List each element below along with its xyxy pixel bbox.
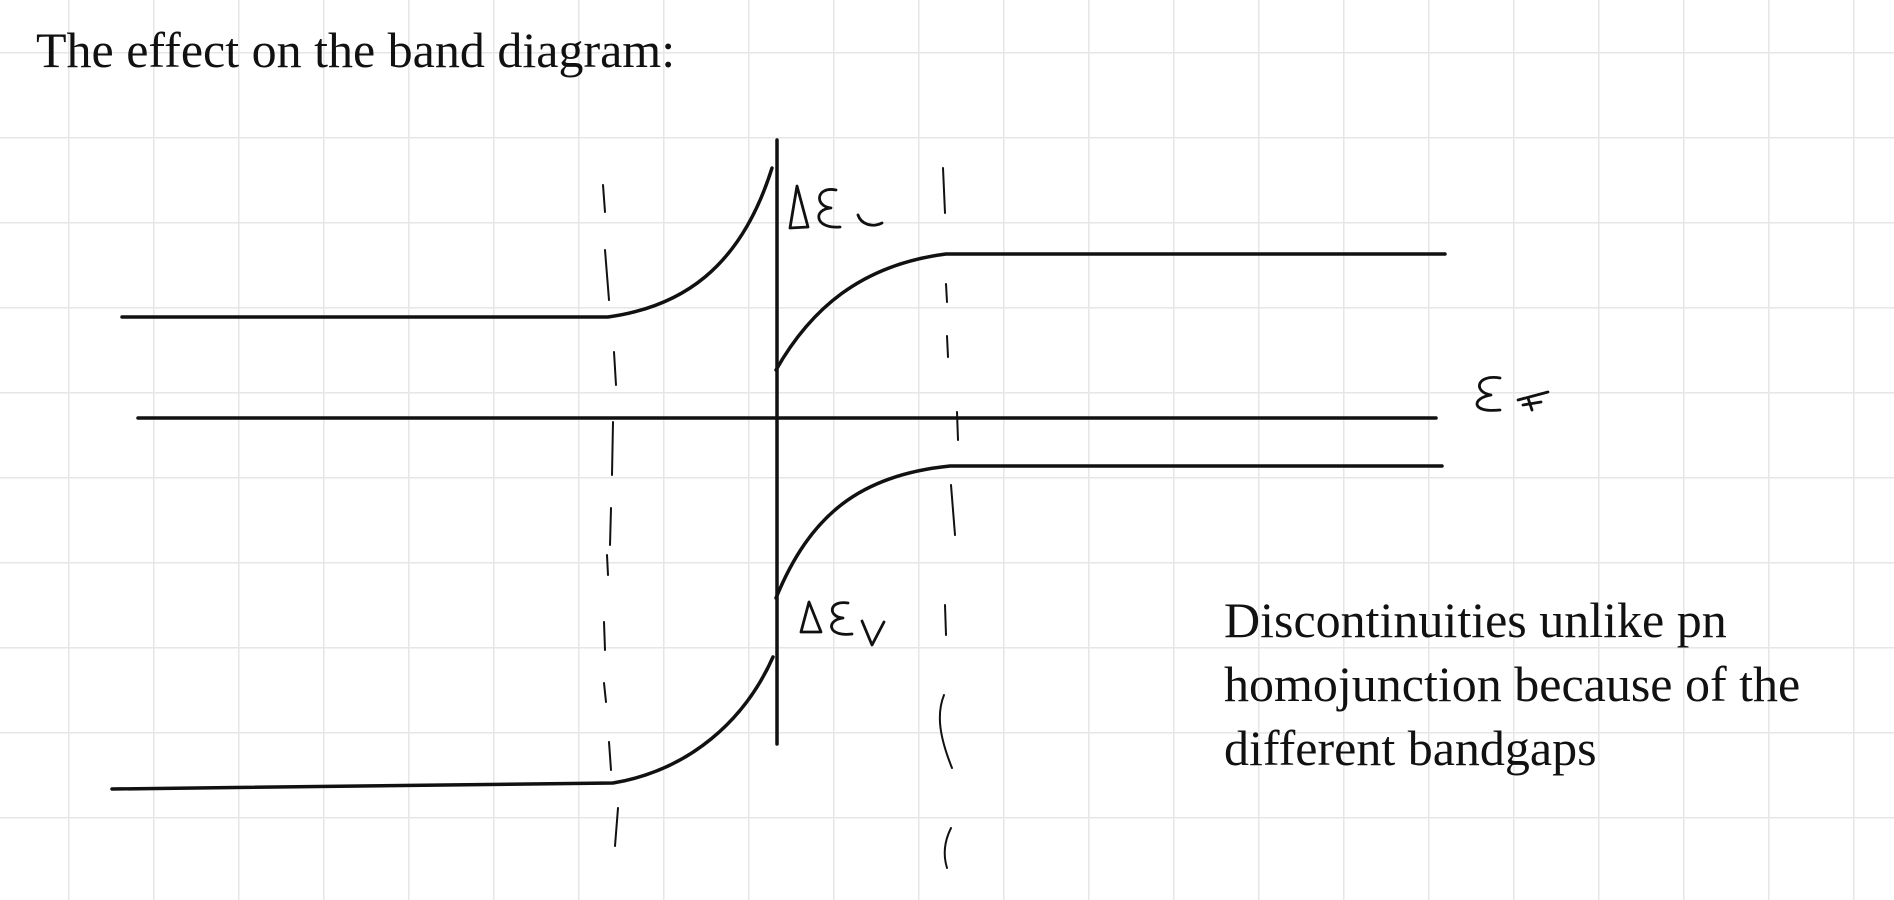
valence-band-right [774, 464, 1444, 600]
conduction-band-right [774, 252, 1447, 372]
conduction-band-left [120, 166, 774, 319]
delta-ev-label [799, 600, 886, 647]
fermi-level-label [1475, 376, 1550, 412]
note-line-2: homojunction because of the [1224, 656, 1801, 712]
discontinuity-note: Discontinuities unlike pn homojunction b… [1224, 588, 1884, 780]
note-line-1: Discontinuities unlike pn [1224, 592, 1727, 648]
delta-ec-label [788, 184, 884, 230]
note-line-3: different bandgaps [1224, 720, 1597, 776]
page-title: The effect on the band diagram: [36, 22, 676, 78]
depletion-edge-left [602, 184, 619, 847]
valence-band-left [110, 655, 775, 791]
depletion-edge-right [938, 167, 959, 869]
